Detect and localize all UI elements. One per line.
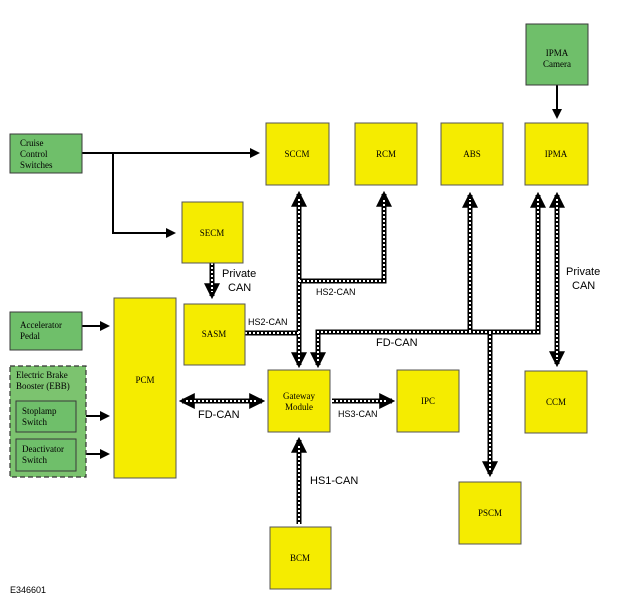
bus-label-hs2-can-top: HS2-CAN <box>316 287 356 297</box>
svg-text:RCM: RCM <box>376 149 396 159</box>
ccm-module: CCM <box>524 370 588 434</box>
svg-text:IPMA: IPMA <box>545 149 568 159</box>
cruise-label-2: Control <box>20 149 48 159</box>
cruise-label-1: Cruise <box>20 138 44 148</box>
figure-id: E346601 <box>10 585 46 595</box>
sccm-module: SCCM <box>265 122 330 186</box>
bus-label-private-can-ipma-1: Private <box>566 266 600 278</box>
sasm-module: SASM <box>183 303 246 366</box>
bcm-module: BCM <box>269 526 332 590</box>
svg-text:ABS: ABS <box>463 149 481 159</box>
cruise-label-3: Switches <box>20 160 53 170</box>
svg-text:IPC: IPC <box>421 396 435 406</box>
svg-text:SASM: SASM <box>202 329 227 339</box>
bus-lines-inner <box>186 198 558 524</box>
accel-label-2: Pedal <box>20 331 40 341</box>
bus-label-hs1-can: HS1-CAN <box>310 475 358 487</box>
bus-label-fd-can-top: FD-CAN <box>376 337 418 349</box>
stoplamp-label-2: Switch <box>22 417 48 427</box>
gateway-module: Gateway Module <box>267 369 331 433</box>
pscm-module: PSCM <box>458 481 522 545</box>
pcm-module: PCM <box>113 297 177 479</box>
bus-label-private-can-ipma-2: CAN <box>572 280 595 292</box>
accelerator-pedal: Accelerator Pedal <box>9 311 83 351</box>
ipma-camera: IPMA Camera <box>525 23 589 86</box>
svg-text:CCM: CCM <box>546 397 566 407</box>
svg-text:SCCM: SCCM <box>284 149 309 159</box>
secm-module: SECM <box>181 201 244 264</box>
ipc-module: IPC <box>396 369 460 433</box>
bus-label-private-can-secm-1: Private <box>222 268 256 280</box>
stoplamp-label-1: Stoplamp <box>22 406 57 416</box>
svg-text:Module: Module <box>285 402 313 412</box>
deactivator-label-2: Switch <box>22 455 48 465</box>
accel-label-1: Accelerator <box>20 320 62 330</box>
wire-cruise-to-secm <box>112 153 176 238</box>
bus-label-fd-can-pcm: FD-CAN <box>198 409 240 421</box>
ebb-label-1: Electric Brake <box>16 370 68 380</box>
ipma-camera-label-1: IPMA <box>546 48 569 58</box>
stoplamp-switch: Stoplamp Switch <box>15 400 77 433</box>
bus-label-private-can-secm-2: CAN <box>228 282 251 294</box>
deactivator-switch: Deactivator Switch <box>15 438 77 472</box>
rcm-module: RCM <box>354 122 418 186</box>
ebb-label-2: Booster (EBB) <box>16 381 70 391</box>
svg-text:BCM: BCM <box>290 553 310 563</box>
deactivator-label-1: Deactivator <box>22 444 64 454</box>
bus-label-hs2-can-sasm: HS2-CAN <box>248 317 288 327</box>
svg-text:SECM: SECM <box>200 228 225 238</box>
svg-text:Gateway: Gateway <box>283 391 315 401</box>
ipma-camera-label-2: Camera <box>543 59 571 69</box>
svg-text:PSCM: PSCM <box>478 508 502 518</box>
abs-module: ABS <box>440 122 504 186</box>
cruise-control-switches: Cruise Control Switches <box>9 133 83 174</box>
svg-text:PCM: PCM <box>135 375 154 385</box>
bus-label-hs3-can: HS3-CAN <box>338 409 378 419</box>
ipma-module: IPMA <box>524 122 589 186</box>
